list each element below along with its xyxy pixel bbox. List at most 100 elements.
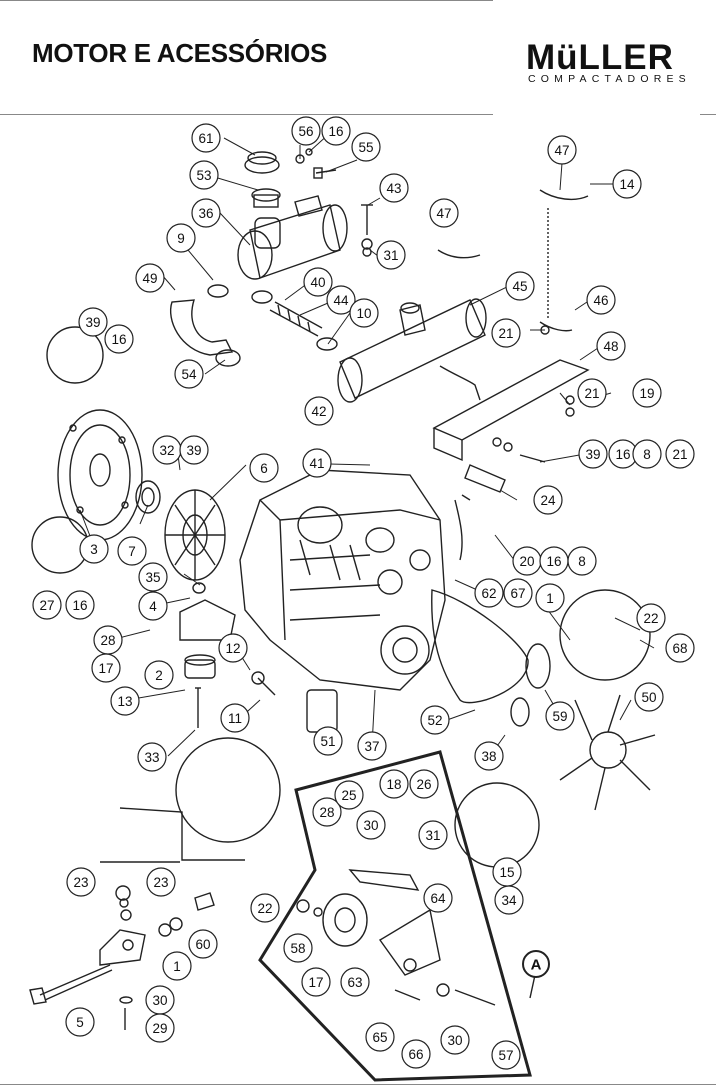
- callout-number: 8: [578, 554, 586, 569]
- callout-circle: [474, 578, 504, 608]
- callout-number: 36: [198, 206, 213, 221]
- callout-number: 12: [225, 641, 240, 656]
- callout-number: 37: [364, 739, 379, 754]
- muffler-bracket: [432, 189, 590, 493]
- callout-number: 3: [90, 542, 98, 557]
- header-rule-bottom: [0, 114, 493, 115]
- callout-number: 27: [39, 598, 54, 613]
- part-callout: 16: [104, 324, 134, 354]
- part-callout: 48: [596, 331, 626, 361]
- part-callout: 8: [632, 439, 662, 469]
- callout-circle: [586, 285, 616, 315]
- detail-circle-mount: [175, 737, 281, 843]
- callout-circle: [250, 893, 280, 923]
- header-rule-top: [0, 0, 493, 1]
- callout-circle: [494, 885, 524, 915]
- part-callout: 39: [578, 439, 608, 469]
- mount-exploded: [29, 885, 215, 1030]
- callout-circle: [312, 797, 342, 827]
- callout-number: 42: [311, 404, 326, 419]
- callout-circle: [533, 485, 563, 515]
- part-callout: 16: [321, 116, 351, 146]
- callout-circle: [78, 307, 108, 337]
- part-callout: 10: [349, 298, 379, 328]
- part-callout: 53: [189, 160, 219, 190]
- part-callout: 37: [357, 731, 387, 761]
- callout-circle: [189, 160, 219, 190]
- callout-number: 58: [290, 941, 305, 956]
- callout-number: 66: [408, 1047, 423, 1062]
- part-callout: 50: [634, 682, 664, 712]
- callout-circle: [146, 867, 176, 897]
- callout-number: 19: [639, 386, 654, 401]
- detail-circle-flywheel-bolt: [31, 516, 89, 574]
- callout-number: 18: [386, 777, 401, 792]
- part-callout: 62: [474, 578, 504, 608]
- callout-number: 63: [347, 975, 362, 990]
- part-callout: 28: [312, 797, 342, 827]
- part-callout: 24: [533, 485, 563, 515]
- part-callout: 14: [612, 169, 642, 199]
- callout-circle: [304, 396, 334, 426]
- callout-number: 52: [427, 713, 442, 728]
- part-callout: 64: [423, 883, 453, 913]
- callout-circle: [166, 223, 196, 253]
- callout-circle: [409, 769, 439, 799]
- callout-number: 39: [585, 447, 600, 462]
- part-callout: 57: [491, 1040, 521, 1070]
- part-callout: 46: [586, 285, 616, 315]
- callout-number: 7: [128, 544, 136, 559]
- callout-number: 6: [260, 461, 268, 476]
- part-callout: 28: [93, 625, 123, 655]
- callout-circle: [191, 198, 221, 228]
- callout-number: 41: [309, 456, 324, 471]
- callout-circle: [357, 731, 387, 761]
- callout-circle: [632, 439, 662, 469]
- part-callout: 65: [365, 1022, 395, 1052]
- callout-circle: [249, 453, 279, 483]
- callout-circle: [32, 590, 62, 620]
- part-callout: 31: [376, 240, 406, 270]
- callout-circle: [65, 1007, 95, 1037]
- callout-number: 26: [416, 777, 431, 792]
- callout-number: 43: [386, 181, 401, 196]
- callout-circle: [137, 742, 167, 772]
- callout-number: 47: [554, 143, 569, 158]
- part-callout: 12: [218, 633, 248, 663]
- callout-number: 40: [310, 275, 325, 290]
- callout-circle: [79, 534, 109, 564]
- callout-circle: [379, 769, 409, 799]
- part-callout: 23: [146, 867, 176, 897]
- section-a-boundary: [258, 750, 532, 1082]
- callout-number: 15: [499, 865, 514, 880]
- callout-number: 47: [436, 206, 451, 221]
- callout-circle: [545, 701, 575, 731]
- part-callout: 29: [145, 1013, 175, 1043]
- part-callout: 26: [409, 769, 439, 799]
- callout-number: 44: [333, 293, 349, 308]
- engine-block: [239, 469, 471, 691]
- callout-number: 16: [615, 447, 630, 462]
- callout-circle: [379, 173, 409, 203]
- part-callout: 58: [283, 933, 313, 963]
- callout-number: 59: [552, 709, 567, 724]
- callout-number: 64: [430, 891, 446, 906]
- callout-number: 21: [584, 386, 599, 401]
- callout-number: 17: [308, 975, 323, 990]
- callout-number: 21: [498, 326, 513, 341]
- header-rule-right: [700, 114, 716, 115]
- part-callout: 6: [249, 453, 279, 483]
- part-callout: 38: [474, 741, 504, 771]
- callout-number: 16: [72, 598, 87, 613]
- callout-circle: [65, 590, 95, 620]
- callout-number: 53: [196, 168, 211, 183]
- callout-number: 61: [198, 131, 213, 146]
- callout-circle: [577, 378, 607, 408]
- callout-number: 25: [341, 788, 356, 803]
- callout-circle: [191, 123, 221, 153]
- oil-filter: [306, 689, 338, 733]
- callout-number: 16: [111, 332, 126, 347]
- callout-circle: [179, 435, 209, 465]
- callout-circle: [110, 686, 140, 716]
- callout-number: 39: [186, 443, 201, 458]
